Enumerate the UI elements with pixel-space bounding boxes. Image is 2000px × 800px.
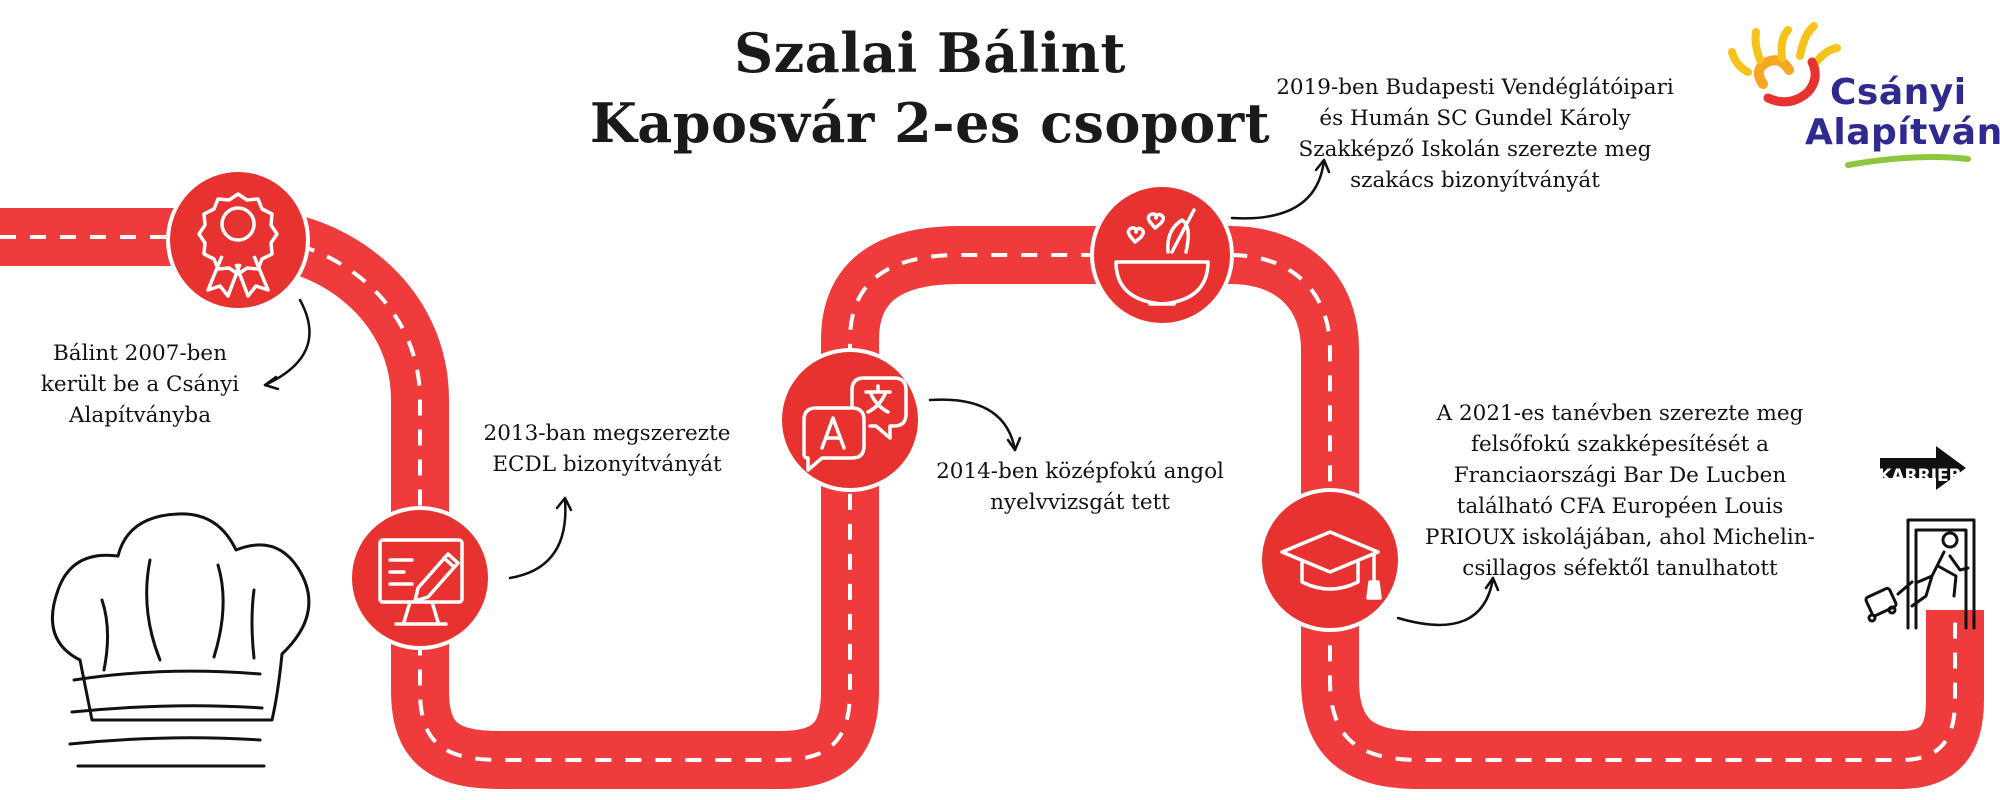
career-arrow <box>1880 446 1966 490</box>
mixing-bowl-icon <box>1114 208 1210 306</box>
milestone-caption-2014: 2014-ben középfokú angol nyelvvizsgát te… <box>936 459 1224 515</box>
arrow-5 <box>1396 576 1495 627</box>
title-group: Kaposvár 2-es csoport <box>589 91 1271 155</box>
milestone-caption-2013: 2013-ban megszerezte ECDL bizonyítványát <box>483 421 731 477</box>
arrow-2 <box>508 498 567 580</box>
milestone-circle-graduation <box>1258 488 1402 632</box>
career-sign <box>1864 446 1976 630</box>
award-ribbon-icon <box>197 192 279 298</box>
logo-text-line2: Alapítvány <box>1805 112 2000 153</box>
logo-text-line1: Csányi <box>1830 72 1967 113</box>
logo: Csányi Alapítvány <box>1735 22 2000 182</box>
arrow-1 <box>263 298 311 387</box>
milestone-caption-2019: 2019-ben Budapesti Vendéglátóipari és Hu… <box>1276 75 1674 193</box>
arrow-3 <box>928 398 1017 452</box>
road-center-dashes <box>0 235 1957 762</box>
milestone-circle-language <box>778 348 922 492</box>
computer-pencil-icon <box>378 538 464 626</box>
callout-arrows <box>263 158 1500 627</box>
milestone-circle-computer <box>348 506 492 650</box>
milestone-caption-2007: Bálint 2007-ben került be a Csányi Alapí… <box>40 341 240 428</box>
milestone-caption-2021: A 2021-es tanévben szerezte meg felsőfok… <box>1425 401 1815 581</box>
language-translate-icon <box>802 376 908 472</box>
milestone-circle-award <box>166 168 310 312</box>
arrow-4 <box>1230 158 1326 220</box>
career-sign-label: KARRIER <box>1878 466 1962 486</box>
door-walker-icon <box>1864 518 1976 630</box>
graduation-cap-icon <box>1280 530 1382 600</box>
logo-sun-icon <box>1728 22 1971 168</box>
page-title: Szalai Bálint Kaposvár 2-es csoport <box>560 18 1300 158</box>
chef-hat-icon <box>50 512 311 768</box>
milestone-circle-bowl <box>1090 183 1234 327</box>
title-name: Szalai Bálint <box>734 21 1126 85</box>
